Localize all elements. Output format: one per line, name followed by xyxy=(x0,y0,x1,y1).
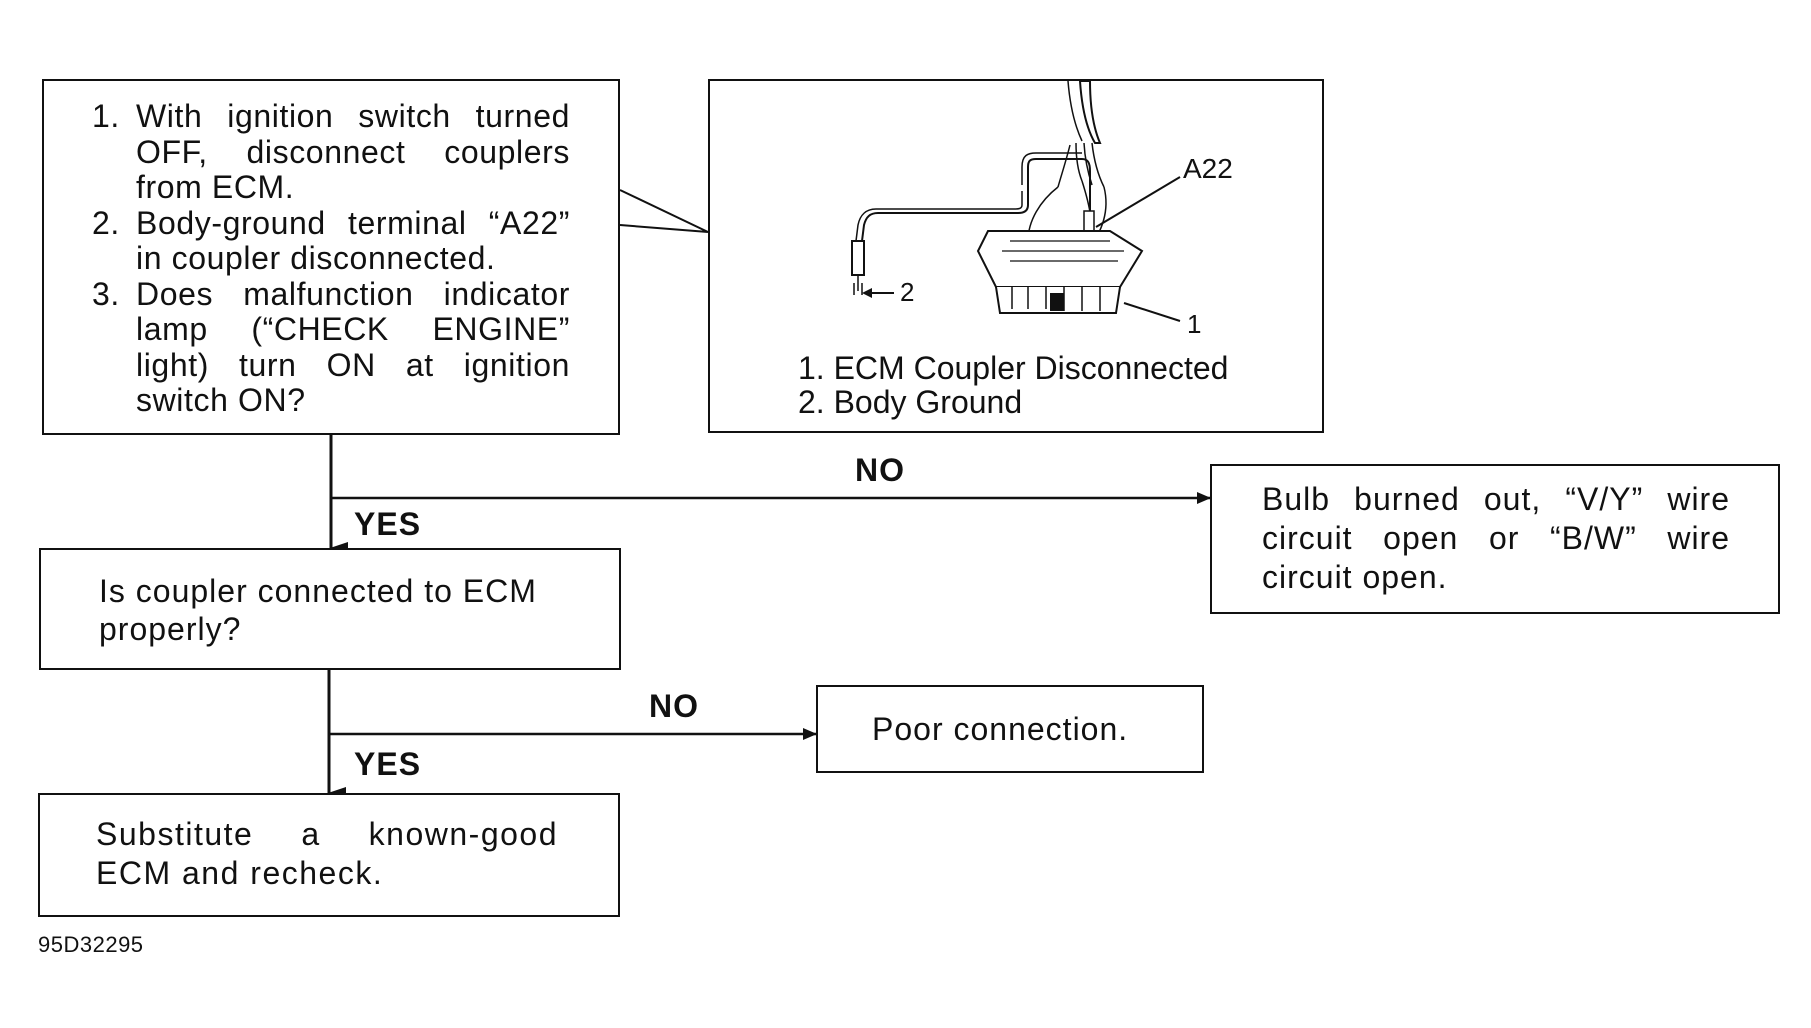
result-substitute-text: Substitute a known-good ECM and recheck. xyxy=(96,816,558,891)
callout-1-label: 1 xyxy=(1187,309,1202,339)
callout-2-label: 2 xyxy=(900,277,915,307)
step-list: 1. With ignition switch turned OFF, disc… xyxy=(92,98,570,419)
a22-terminal-label: A22 xyxy=(1183,153,1233,184)
step-number: 1. xyxy=(92,98,120,134)
step-instructions-box: 1. With ignition switch turned OFF, disc… xyxy=(42,79,620,435)
step-text: Does malfunction indicator lamp (“CHECK … xyxy=(136,275,570,418)
result-bulb-text: Bulb burned out, “V/Y” wire circuit open… xyxy=(1262,481,1730,595)
step-item-3: 3. Does malfunction indicator lamp (“CHE… xyxy=(92,275,570,419)
legend-line-2: 2. Body Ground xyxy=(798,384,1023,420)
question-coupler-text: Is coupler connected to ECM properly? xyxy=(99,573,537,647)
branch-yes-label: YES xyxy=(354,746,422,782)
figure-reference-number: 95D32295 xyxy=(38,932,144,957)
callout-connector xyxy=(619,189,709,233)
step-item-2: 2. Body-ground terminal “A22” in coupler… xyxy=(92,204,570,277)
ecm-coupler-illustration xyxy=(851,81,1181,322)
branch-yes-label: YES xyxy=(354,506,422,542)
step-number: 3. xyxy=(92,275,120,312)
step-number: 2. xyxy=(92,204,120,241)
question-coupler-box: Is coupler connected to ECM properly? xyxy=(39,548,621,670)
illustration-box: A22 1 2 1. ECM Coupler Disconnected 2. B… xyxy=(708,79,1324,433)
step-text: With ignition switch turned OFF, disconn… xyxy=(136,98,570,205)
legend-line-1: 1. ECM Coupler Disconnected xyxy=(798,350,1229,386)
step-text: Body-ground terminal “A22” in coupler di… xyxy=(136,204,570,276)
cable-bundle xyxy=(1078,81,1102,144)
result-bulb-box: Bulb burned out, “V/Y” wire circuit open… xyxy=(1210,464,1780,614)
branch-no-label: NO xyxy=(649,688,699,724)
branch-no-label: NO xyxy=(855,452,905,488)
result-poor-connection-box: Poor connection. xyxy=(816,685,1204,773)
result-poor-connection-text: Poor connection. xyxy=(872,711,1129,747)
ecm-coupler xyxy=(976,230,1144,314)
result-substitute-box: Substitute a known-good ECM and recheck. xyxy=(38,793,620,917)
ground-lead xyxy=(1027,158,1091,213)
step-item-1: 1. With ignition switch turned OFF, disc… xyxy=(92,98,570,206)
